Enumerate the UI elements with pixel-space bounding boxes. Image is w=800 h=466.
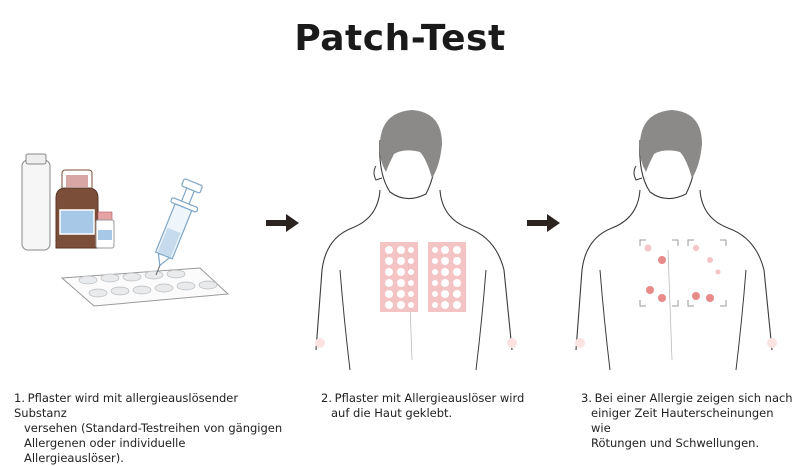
step2-number: 2. [321, 391, 332, 405]
step1-illustration [21, 153, 230, 307]
step3-line1: Bei einer Allergie zeigen sich nach [594, 391, 793, 405]
redness-spots-icon [644, 244, 721, 302]
patch-left-icon [380, 242, 418, 312]
step2-line2: auf die Haut geklebt. [331, 406, 453, 420]
step2-line1: Pflaster mit Allergieauslöser wird [334, 391, 525, 405]
step3-caption: 3. Bei einer Allergie zeigen sich nach e… [581, 391, 796, 451]
brown-bottle-icon [55, 169, 99, 249]
patch-sheet-icon [60, 267, 230, 307]
step2-illustration [315, 110, 517, 370]
step3-number: 3. [581, 391, 592, 405]
step1-line1: Pflaster wird mit allergieauslösender Su… [14, 391, 239, 420]
arrow-2-icon [527, 214, 560, 232]
vial-icon [95, 211, 115, 249]
step3-line3: Rötungen und Schwellungen. [591, 436, 760, 450]
patch-right-icon [428, 242, 466, 312]
person-back-icon [575, 110, 777, 370]
person-back-icon [315, 110, 517, 370]
syringe-icon [154, 178, 203, 276]
step1-line3: Allergenen oder individuelle Allergieaus… [24, 436, 186, 465]
step3-line2: einiger Zeit Hauterscheinungen wie [591, 406, 774, 435]
white-bottle-icon [21, 153, 51, 251]
step2-caption: 2. Pflaster mit Allergieauslöser wird au… [321, 391, 541, 421]
page-title: Patch-Test [294, 18, 506, 59]
arrow-1-icon [266, 214, 299, 232]
patch-markers-icon [639, 239, 727, 307]
step1-caption: 1. Pflaster wird mit allergieauslösender… [14, 391, 284, 466]
step3-illustration [575, 110, 777, 370]
step1-line2: versehen (Standard-Testreihen von gängig… [24, 421, 283, 435]
step1-number: 1. [14, 391, 25, 405]
